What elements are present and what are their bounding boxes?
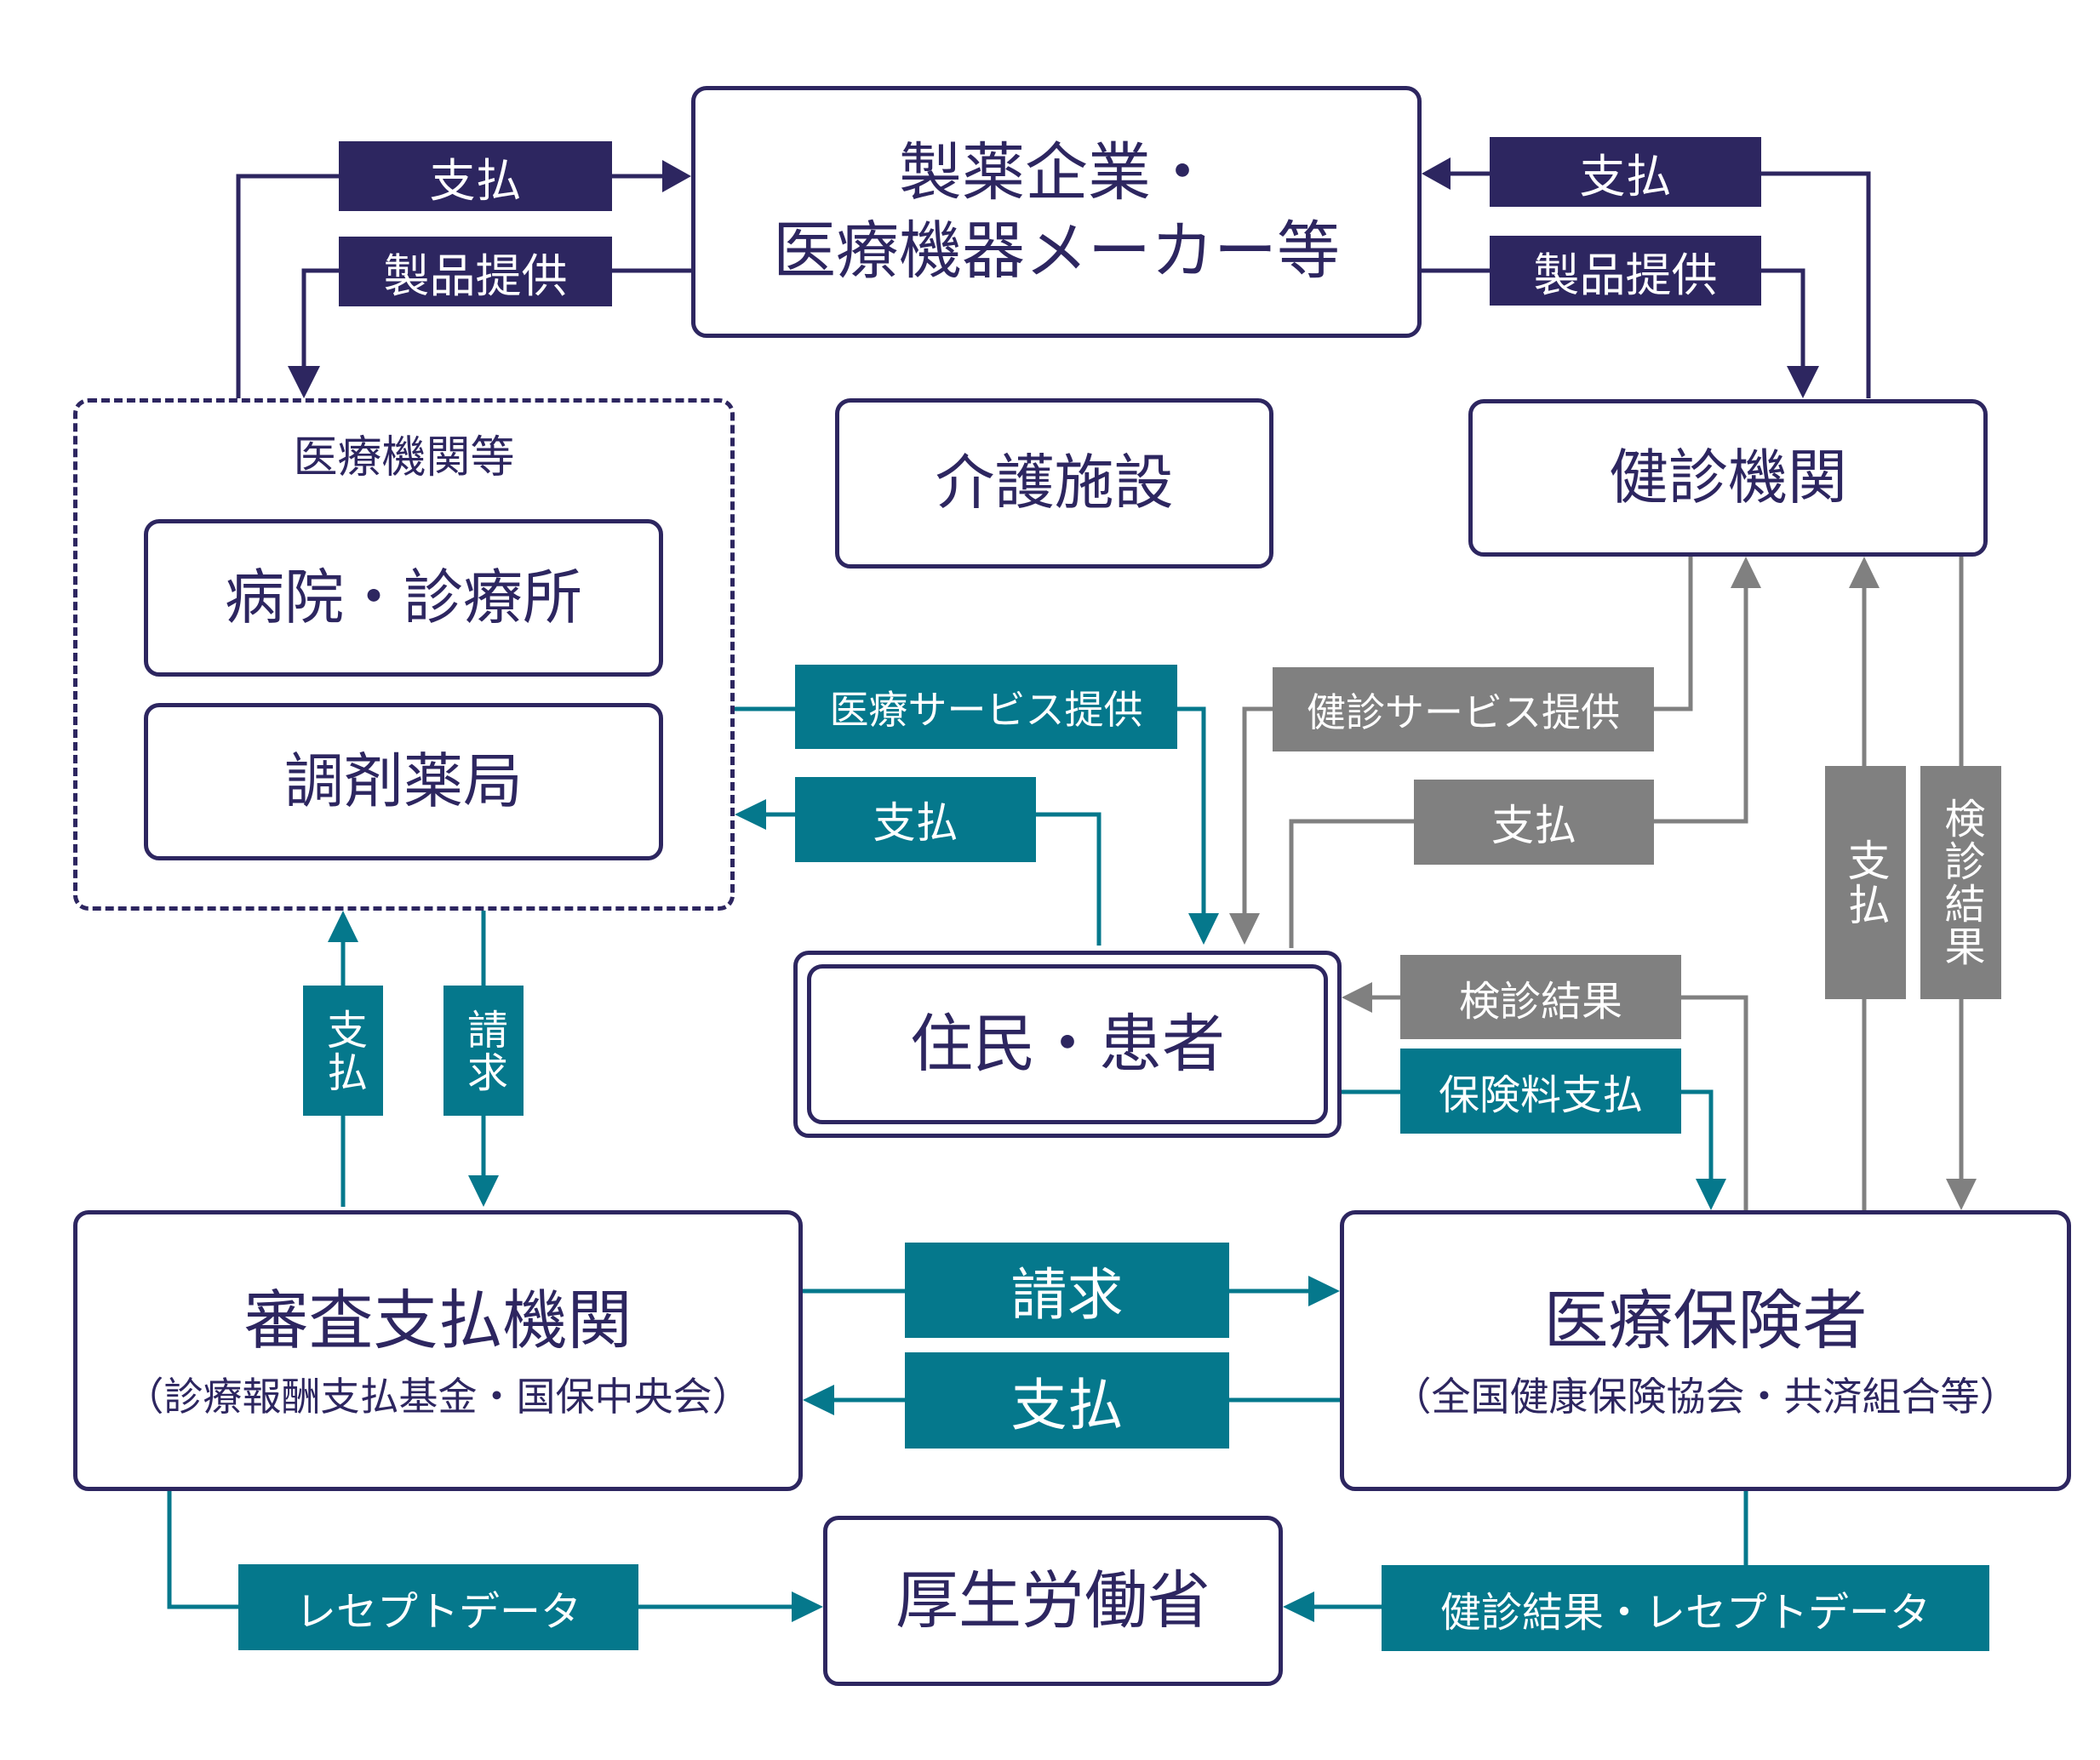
- label-insurer-to-mhlw-data: 健診結果・レセプトデータ: [1382, 1565, 1989, 1651]
- node-mhlw: 厚生労働省: [823, 1516, 1283, 1686]
- arrowhead-into-group-right: [735, 799, 766, 830]
- label-group-to-review-claim: 請求: [443, 986, 524, 1116]
- node-checkup-org-label: 健診機関: [1609, 442, 1847, 512]
- label-insurer-to-review-payment: 支払: [905, 1352, 1229, 1449]
- arrowhead-into-insurer-top-2: [1946, 1179, 1977, 1210]
- node-care-facility-label: 介護施設: [935, 448, 1174, 518]
- label-checkup-to-maker-payment: 支払: [1490, 137, 1761, 207]
- node-insurer-sub: （全国健康保険協会・共済組合等）: [1392, 1373, 2019, 1420]
- node-mhlw-label: 厚生労働省: [896, 1563, 1210, 1637]
- label-checkup-to-patient-service: 健診サービス提供: [1273, 667, 1654, 751]
- node-checkup-org: 健診機関: [1468, 399, 1988, 557]
- arrowhead-into-group-top: [288, 366, 320, 398]
- node-maker: 製薬企業・ 医療機器メーカー等: [691, 86, 1422, 338]
- arrowhead-into-insurer-top: [1696, 1179, 1726, 1210]
- node-care-facility: 介護施設: [835, 398, 1273, 569]
- arrowhead-into-review-top: [468, 1175, 499, 1207]
- arrowhead-into-review-right: [803, 1385, 834, 1415]
- arrowhead-into-patient-teal: [1188, 913, 1219, 945]
- label-checkup-to-insurer-result: 検診結果: [1920, 766, 2001, 999]
- label-patient-to-insurer-premium: 保険料支払: [1400, 1049, 1681, 1134]
- node-patient-outer: 住民・患者: [793, 951, 1342, 1138]
- node-insurer: 医療保険者 （全国健康保険協会・共済組合等）: [1340, 1210, 2071, 1491]
- node-hospital-label: 病院・診療所: [225, 562, 582, 632]
- node-hospital: 病院・診療所: [144, 519, 663, 677]
- node-pharmacy-label: 調剤薬局: [284, 746, 523, 816]
- label-group-to-maker-payment: 支払: [339, 141, 612, 211]
- label-patient-to-checkup-payment: 支払: [1414, 780, 1654, 865]
- node-maker-line2: 医療機器メーカー等: [773, 214, 1340, 288]
- node-pharmacy: 調剤薬局: [144, 703, 663, 860]
- node-review-payment-label: 審査支払機関: [243, 1282, 632, 1358]
- arrowhead-into-mhlw-left: [792, 1591, 823, 1622]
- group-medical-institutions-title: 医療機関等: [293, 432, 515, 483]
- arrowhead-into-insurer-left: [1308, 1276, 1340, 1306]
- node-maker-line1: 製薬企業・: [899, 135, 1214, 209]
- label-review-to-group-payment: 支払: [303, 986, 383, 1116]
- group-medical-institutions: [73, 398, 735, 911]
- arrowhead-into-checkup-top: [1787, 366, 1819, 398]
- label-review-to-mhlw-data: レセプトデータ: [238, 1564, 638, 1650]
- label-insurer-to-patient-result: 検診結果: [1400, 955, 1681, 1039]
- label-patient-to-group-payment: 支払: [795, 777, 1036, 862]
- label-group-to-patient-service: 医療サービス提供: [795, 665, 1177, 749]
- label-insurer-to-checkup-payment: 支払: [1825, 766, 1906, 999]
- wire-patient-to-checkup-payment: [1289, 587, 1748, 948]
- node-patient: 住民・患者: [807, 964, 1328, 1124]
- arrowhead-into-patient-right: [1342, 982, 1372, 1013]
- arrowhead-into-checkup-bottom-2: [1849, 557, 1880, 588]
- label-review-to-insurer-claim: 請求: [905, 1243, 1229, 1338]
- arrowhead-into-patient-gray: [1229, 913, 1260, 945]
- node-review-payment: 審査支払機関 （診療報酬支払基金・国保中央会）: [73, 1210, 803, 1491]
- node-review-payment-sub: （診療報酬支払基金・国保中央会）: [124, 1373, 752, 1420]
- arrowhead-into-group-bottom: [328, 911, 358, 942]
- arrowhead-into-mhlw-right: [1283, 1591, 1314, 1622]
- arrowhead-into-maker-left: [662, 160, 691, 192]
- arrowhead-into-checkup-bottom-1: [1731, 557, 1761, 588]
- label-maker-to-group-product: 製品提供: [339, 237, 612, 306]
- node-patient-label: 住民・患者: [910, 1007, 1225, 1081]
- label-maker-to-checkup-product: 製品提供: [1490, 236, 1761, 306]
- node-insurer-label: 医療保険者: [1543, 1282, 1868, 1358]
- arrowhead-into-maker-right: [1422, 157, 1451, 190]
